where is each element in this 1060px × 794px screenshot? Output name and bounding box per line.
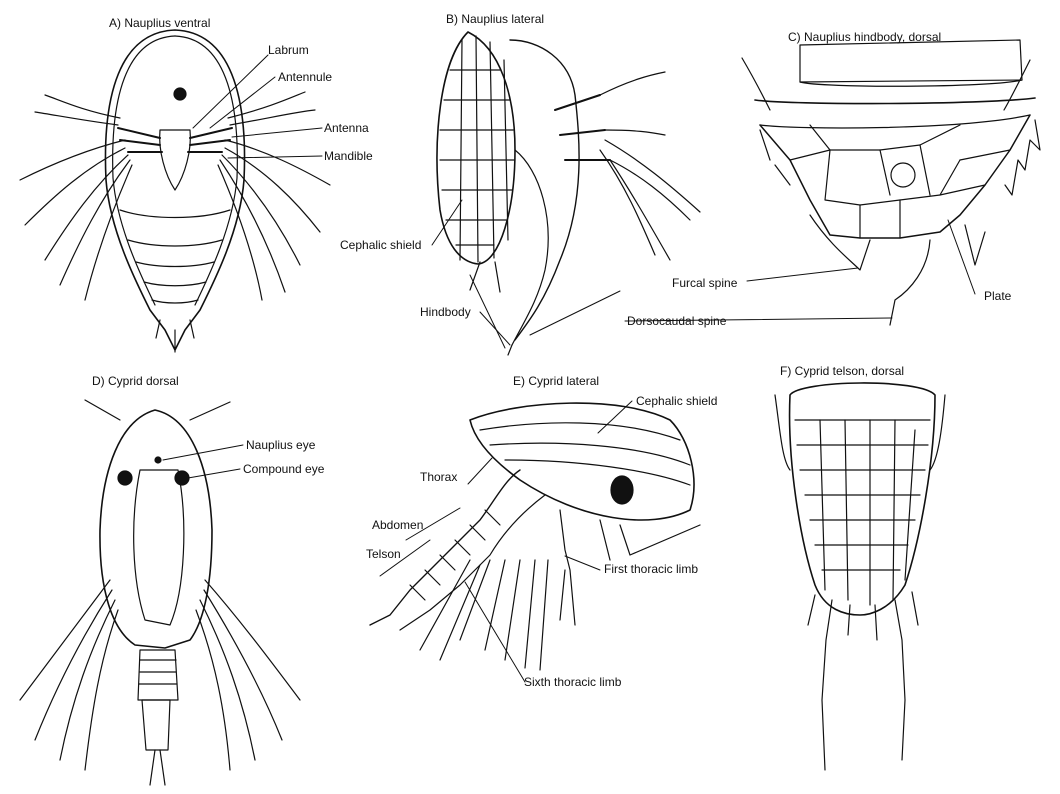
panel-e-title: E) Cyprid lateral: [513, 374, 599, 388]
panel-d-cyprid-dorsal-drawing: [20, 400, 300, 785]
panel-d-title: D) Cyprid dorsal: [92, 374, 179, 388]
label-cephalic-shield-e: Cephalic shield: [636, 394, 717, 408]
label-telson: Telson: [366, 547, 401, 561]
label-antennule: Antennule: [278, 70, 332, 84]
label-thorax: Thorax: [420, 470, 457, 484]
label-compound-eye: Compound eye: [243, 462, 324, 476]
panel-c-hindbody-dorsal-drawing: [742, 40, 1040, 325]
label-sixth-thoracic-limb: Sixth thoracic limb: [524, 675, 621, 689]
label-nauplius-eye: Nauplius eye: [246, 438, 315, 452]
panel-f-title: F) Cyprid telson, dorsal: [780, 364, 904, 378]
label-furcal-spine: Furcal spine: [672, 276, 737, 290]
panel-b-nauplius-lateral-drawing: [437, 32, 700, 355]
label-dorsocaudal-spine: Dorsocaudal spine: [627, 314, 726, 328]
label-antenna: Antenna: [324, 121, 369, 135]
label-labrum: Labrum: [268, 43, 309, 57]
label-abdomen: Abdomen: [372, 518, 423, 532]
label-plate: Plate: [984, 289, 1011, 303]
label-cephalic-shield-a: Cephalic shield: [340, 238, 421, 252]
panel-c-title: C) Nauplius hindbody, dorsal: [788, 30, 941, 44]
label-hindbody: Hindbody: [420, 305, 471, 319]
panel-b-title: B) Nauplius lateral: [446, 12, 544, 26]
panel-f-cyprid-telson-drawing: [775, 383, 945, 770]
label-mandible: Mandible: [324, 149, 373, 163]
label-first-thoracic-limb: First thoracic limb: [604, 562, 698, 576]
panel-a-title: A) Nauplius ventral: [109, 16, 210, 30]
panel-e-cyprid-lateral-drawing: [370, 403, 700, 670]
